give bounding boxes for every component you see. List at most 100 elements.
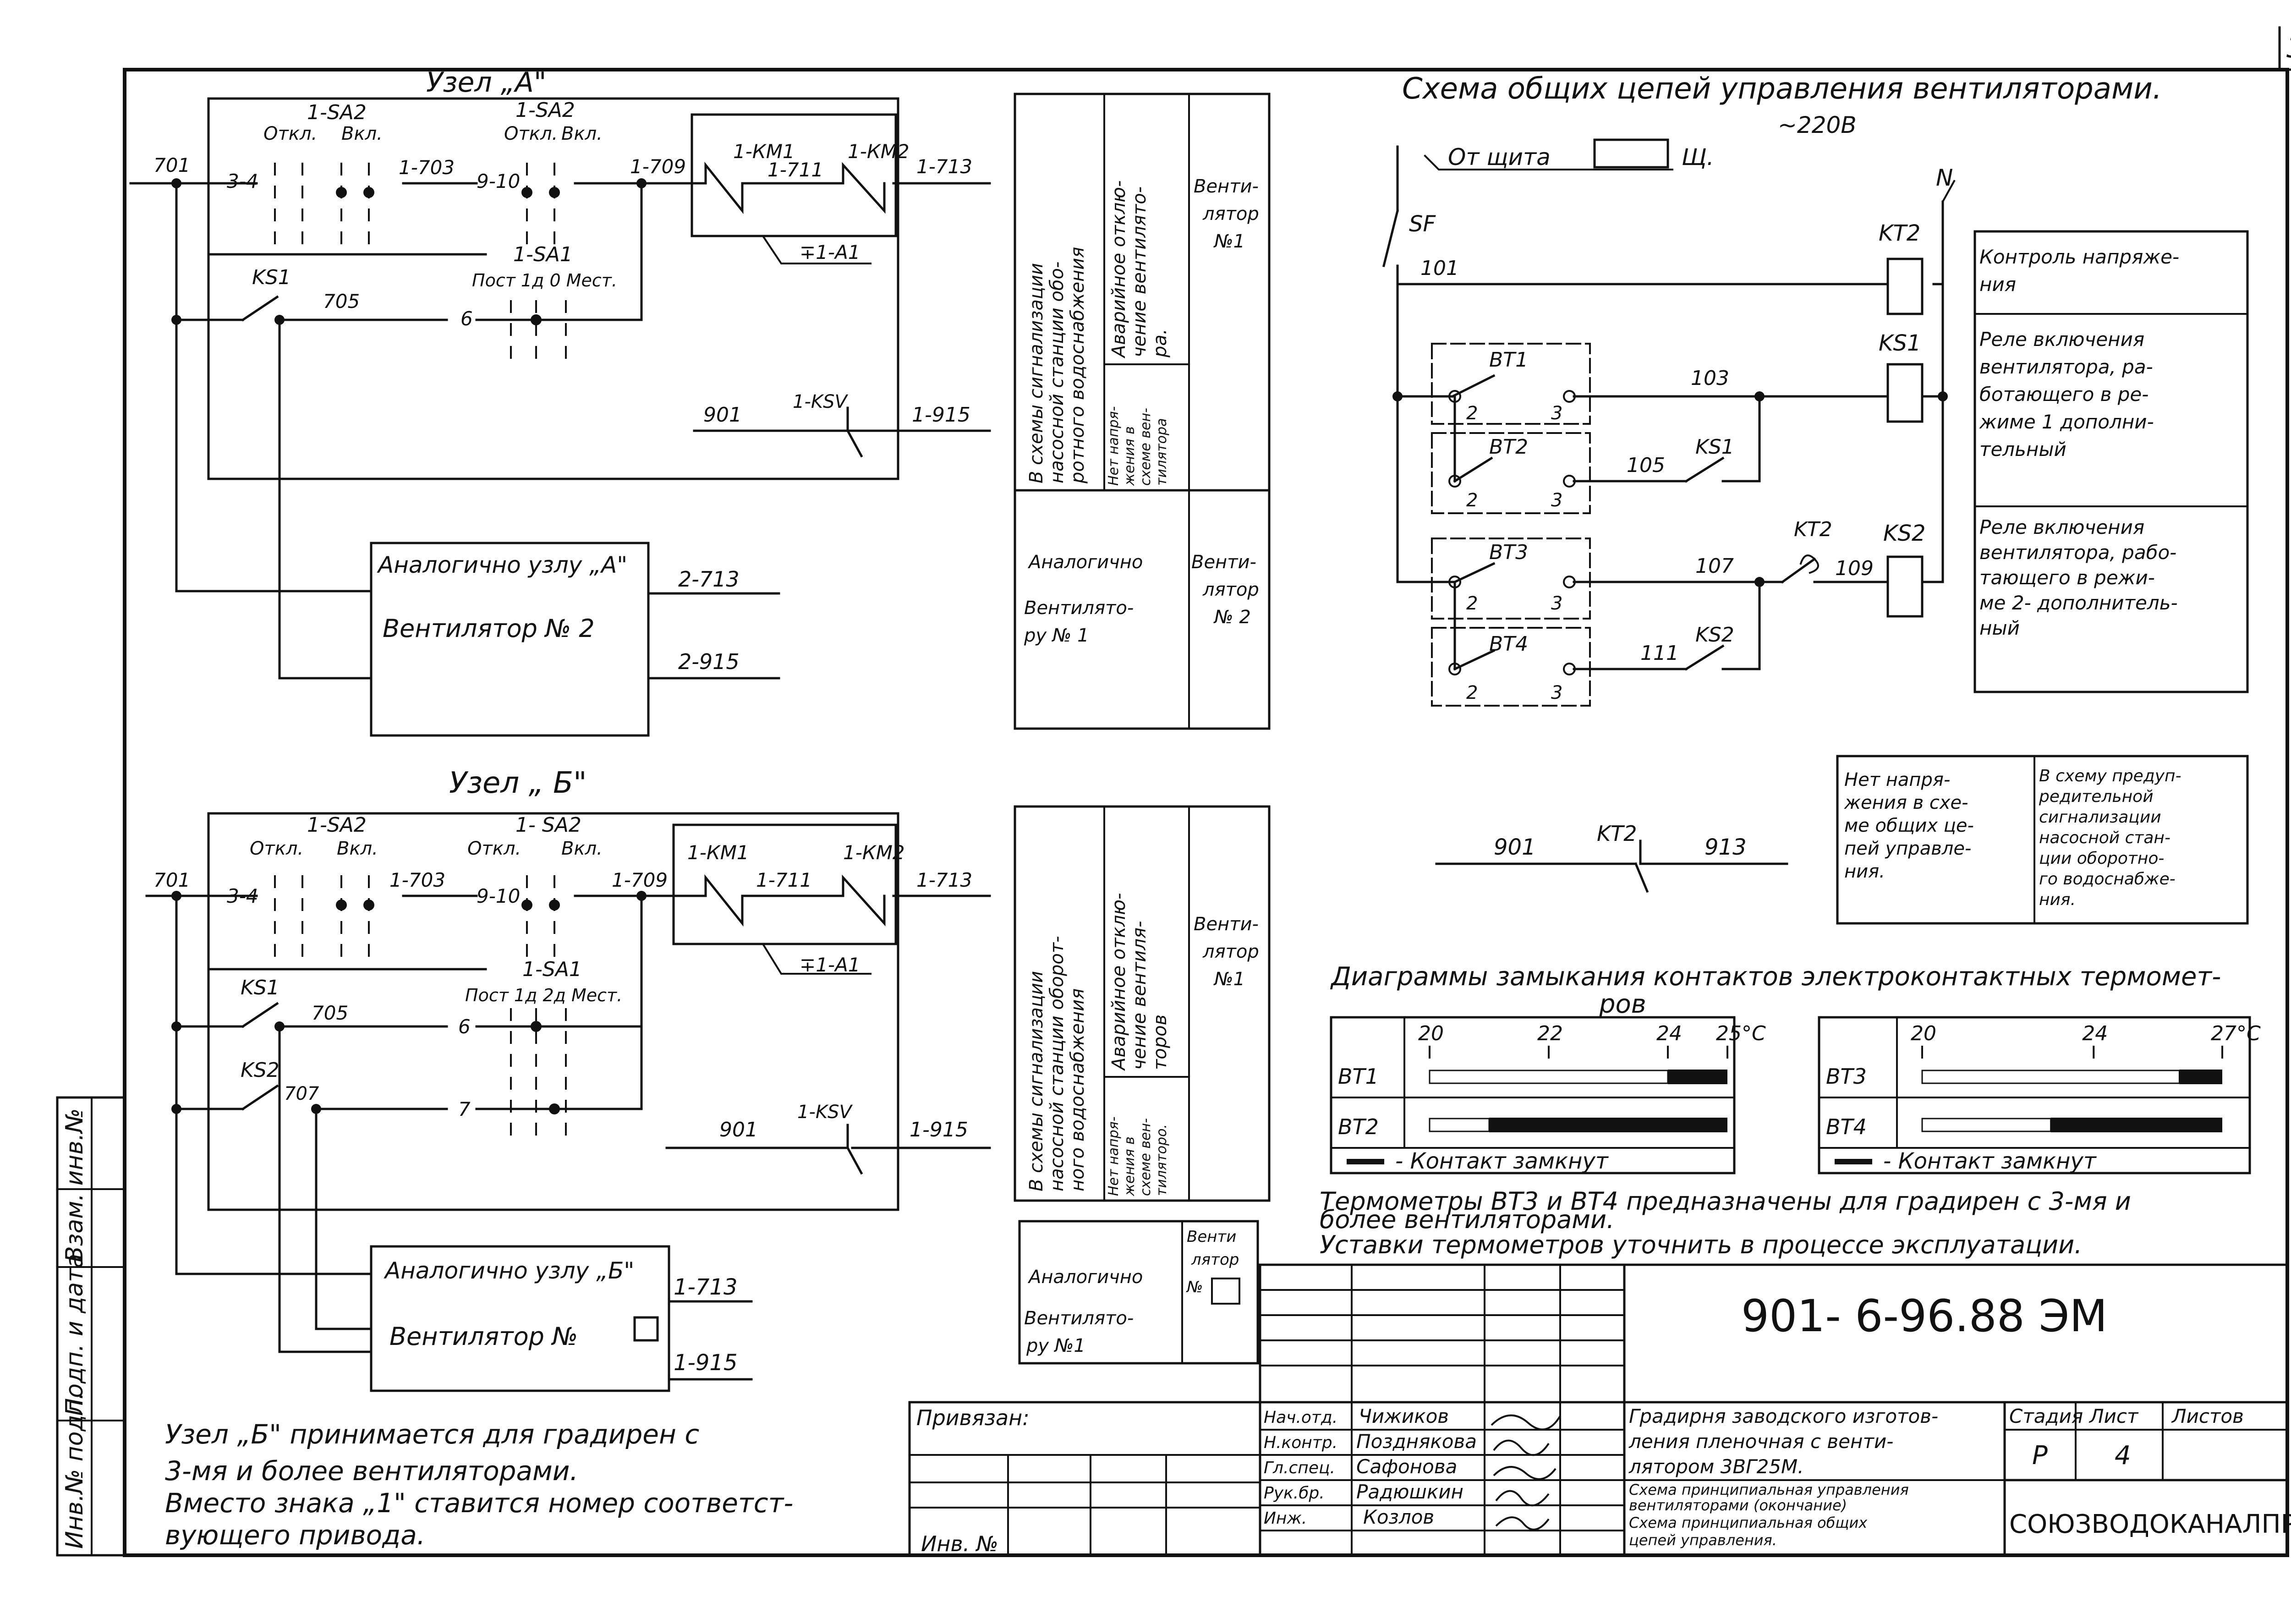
left-contact-bars <box>1429 1070 1727 1132</box>
role-label: Инж. <box>1264 1509 1307 1528</box>
table-a-cell: чение вентилято- <box>1129 187 1150 357</box>
signal-left-text: Нет напря- <box>1844 769 1950 790</box>
wire-915: 1-915 <box>910 1118 968 1141</box>
bt1-open-segment <box>1429 1070 1669 1084</box>
off-label: Откл. <box>250 838 303 859</box>
sheets-header: Листов <box>2171 1405 2244 1427</box>
note-line: Термометры ВТ3 и ВТ4 предназначены для г… <box>1320 1187 2131 1216</box>
thermo-notes: Термометры ВТ3 и ВТ4 предназначены для г… <box>1320 1187 2131 1259</box>
role-label: Н.контр. <box>1264 1433 1337 1452</box>
table-b-cell: насосной станции оборот- <box>1047 936 1068 1191</box>
person-name: Позднякова <box>1356 1430 1477 1453</box>
ks1-contact-label: KS1 <box>1695 435 1734 459</box>
signal-table-b: В схемы сигнализации насосной станции об… <box>1014 805 1271 1365</box>
right-axis-ticks: 20 24 27°С <box>1911 1022 2261 1059</box>
table-b-cell: Аварийное отклю- <box>1108 893 1129 1071</box>
signal-right-text: насосной стан- <box>2039 828 2170 847</box>
sa1-positions: Пост 1д 2д Мест. <box>465 985 622 1005</box>
note-line: Узел „Б" принимается для градирен с <box>165 1419 699 1450</box>
table-a-cell: лятор <box>1202 579 1259 600</box>
title-block: Привязан: Инв. № 901- 6-96.88 ЭМ Нач.отд… <box>908 1263 2291 1557</box>
signal-table-a: В схемы сигнализации насосной станции об… <box>1014 93 1271 730</box>
table-b-cell: В схемы сигнализации <box>1026 971 1047 1191</box>
bt4-closed-segment <box>2050 1118 2222 1132</box>
table-b-cell: №1 <box>1213 969 1245 990</box>
sa2-label: 1-SA2 <box>307 101 367 124</box>
pin-label: 3 <box>1551 593 1562 614</box>
desc-relay-2: Реле включения <box>1979 516 2144 538</box>
pin-label: 3 <box>1551 403 1562 424</box>
bt2-open-segment <box>1429 1118 1490 1132</box>
table-a-cell: Аналогично <box>1027 552 1143 573</box>
axis-tick-label: 20 <box>1911 1022 1936 1045</box>
km2-label: 1-КМ2 <box>848 140 910 163</box>
node-a-title: Узел „А" <box>426 66 547 99</box>
desc-relay-1: жиме 1 дополни- <box>1979 411 2154 433</box>
bt1-closed-segment <box>1668 1070 1727 1084</box>
note-line: более вентиляторами. <box>1320 1205 1614 1234</box>
person-name: Сафонова <box>1356 1455 1457 1478</box>
attached-label: Привязан: <box>916 1405 1030 1430</box>
axis-tick-label: 24 <box>2082 1022 2108 1045</box>
table-a-cell: лятор <box>1202 203 1259 225</box>
role-label: Нач.отд. <box>1264 1408 1337 1427</box>
table-b-cell: Нет напря- <box>1106 1116 1122 1196</box>
page-number: 30 <box>2286 32 2291 64</box>
signal-left-text: ния. <box>1844 861 1885 882</box>
stage-value: Р <box>2032 1441 2048 1470</box>
sheet-desc: цепей управления. <box>1629 1531 1777 1549</box>
signal-right-text: го водоснабже- <box>2039 870 2176 889</box>
table-b-cell: Аналогично <box>1027 1267 1143 1288</box>
wire-2-915: 2-915 <box>678 649 740 674</box>
table-a-cell: ра. <box>1150 329 1171 358</box>
pin-label: 2 <box>1466 682 1478 703</box>
pin-label: 3 <box>1551 490 1562 511</box>
desc-relay-2: тающего в режи- <box>1979 566 2155 589</box>
from-panel-label: От щита <box>1448 144 1551 170</box>
desc-voltage-control: Контроль напряже- <box>1979 246 2179 268</box>
wire-711: 1-711 <box>756 869 812 891</box>
person-name: Чижиков <box>1359 1405 1449 1427</box>
off-label: Откл. <box>467 838 521 859</box>
sa1-label: 1-SA1 <box>513 243 573 266</box>
signal-left-text: жения в схе- <box>1844 792 1968 813</box>
a1-label: ∓1-А1 <box>800 954 860 976</box>
note-line: Вместо знака „1" ставится номер соответс… <box>165 1487 793 1519</box>
role-label: Гл.спец. <box>1264 1459 1335 1477</box>
axis-tick-label: 20 <box>1418 1022 1444 1045</box>
wire-711: 1-711 <box>767 159 823 181</box>
table-a-cell: жения в <box>1122 426 1138 486</box>
sa2-label: 1- SA2 <box>515 813 581 837</box>
table-a-cell: насосной станции обо- <box>1047 262 1068 483</box>
table-b-cell: Венти <box>1187 1228 1236 1246</box>
wire-703: 1-703 <box>389 869 445 891</box>
sf-label: SF <box>1409 211 1436 237</box>
axis-tick-label: 22 <box>1537 1022 1563 1045</box>
signal-right-text: В схему предуп- <box>2039 767 2181 785</box>
on-label: Вкл. <box>337 838 378 859</box>
wire-1-713: 1-713 <box>674 1274 737 1300</box>
desc-relay-1: вентилятора, ра- <box>1979 356 2153 378</box>
ks2-contact-label: KS2 <box>1695 623 1734 647</box>
legend-closed: - Контакт замкнут <box>1395 1148 1609 1174</box>
desc-relay-2: ный <box>1979 617 2020 639</box>
kt2-label: KT2 <box>1879 220 1920 246</box>
table-a-cell: Венти- <box>1191 552 1256 573</box>
role-label: Рук.бр. <box>1264 1484 1325 1503</box>
diagram-title: Диаграммы замыкания контактов электрокон… <box>1330 962 2221 992</box>
bt2-row-label: BT2 <box>1338 1114 1379 1139</box>
ks2-coil-label: KS2 <box>1883 521 1925 546</box>
pin-label: 2 <box>1466 593 1478 614</box>
wire-9-10: 9-10 <box>477 885 520 907</box>
wire-703: 1-703 <box>399 156 455 179</box>
bt2-closed-segment <box>1489 1118 1727 1132</box>
on-label: Вкл. <box>561 838 603 859</box>
wire-6: 6 <box>460 307 473 330</box>
fan-2-label: Вентилятор № 2 <box>383 614 595 643</box>
table-b-cell: схеме вен- <box>1138 1118 1154 1196</box>
axis-tick-label: 27°С <box>2211 1022 2261 1045</box>
analog-node-b: Аналогично узлу „Б" <box>384 1257 634 1284</box>
drawing-code: 901- 6-96.88 ЭМ <box>1741 1290 2107 1342</box>
stamp-replace-inv: Взам. инв.№ <box>61 1108 88 1262</box>
table-b-cell: ру №1 <box>1026 1335 1085 1356</box>
